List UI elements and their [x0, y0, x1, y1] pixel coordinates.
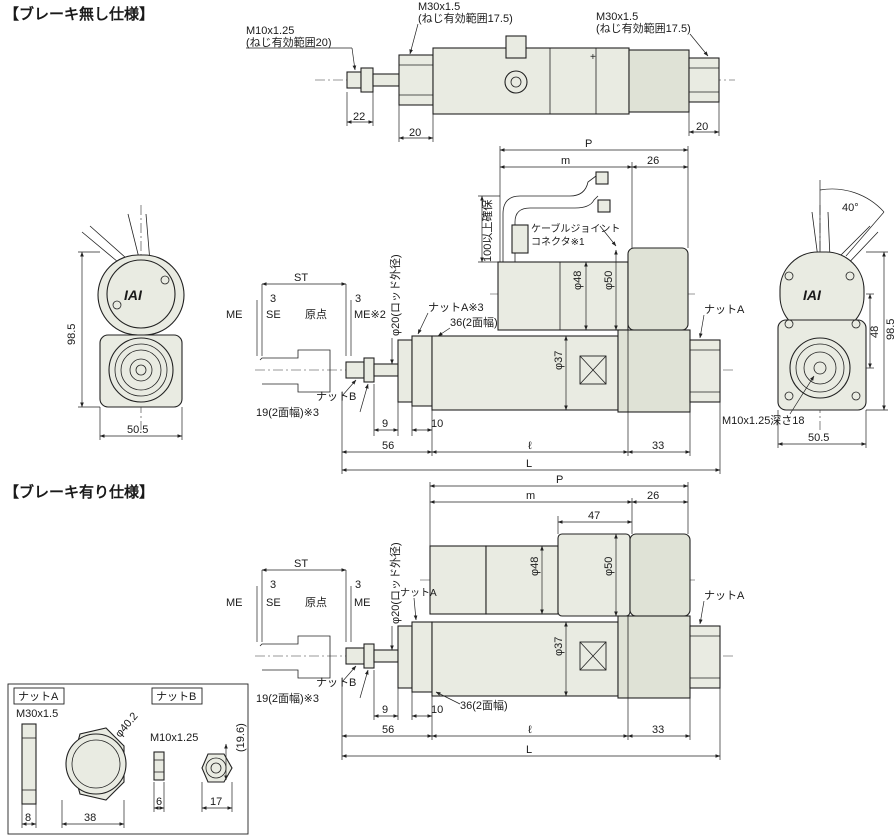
sv2-dim-l: ℓ: [528, 724, 532, 736]
nutB-detail-d17: 17: [210, 796, 222, 808]
sv1-dim-ST: ST: [294, 272, 308, 284]
nutB-detail-thread: M10x1.25: [150, 732, 198, 744]
sv1-nutA3: ナットA※3: [428, 301, 484, 314]
nutA-detail-thread: M30x1.5: [16, 708, 58, 720]
sv1-dim-10: 10: [431, 418, 443, 430]
sv2-label-ME-left: ME: [226, 597, 243, 609]
front-view: IAI 98.5 50.5: [66, 205, 185, 440]
sv1-dim-L: L: [526, 458, 532, 470]
rod-thread-note: (ねじ有効範囲20): [246, 35, 332, 49]
sv2-label-ME-right: ME: [354, 597, 371, 609]
sv2-dim-26: 26: [647, 490, 659, 502]
sv1-nutA-rear: ナットA: [704, 303, 745, 316]
nutA-detail-d38: 38: [84, 812, 96, 824]
dim-22: 22: [353, 111, 365, 123]
nutA-detail-dia: φ40.2: [113, 710, 141, 740]
sv1-cable-clearance: 100以上確保: [480, 200, 494, 262]
sv2-dim-10: 10: [431, 704, 443, 716]
sv2-dim-P: P: [556, 474, 563, 486]
sv1-label-ME: ME: [226, 309, 243, 321]
sv2-dim-d37: φ37: [553, 637, 565, 656]
rear-view: IAI 40° 98.5 48 M10x1.25深さ18 50.5: [722, 180, 896, 448]
sv2-dim-ST: ST: [294, 558, 308, 570]
sv2-dim-3a: 3: [270, 579, 276, 591]
nutA-detail-title: ナットA: [18, 690, 59, 703]
sv1-nutB: ナットB: [316, 390, 356, 403]
sv1-dim-m: m: [561, 155, 570, 167]
sv2-width36: 36(2面幅): [460, 699, 508, 712]
rear-thread-label: M30x1.5: [596, 11, 638, 23]
sv1-dim-3a: 3: [270, 293, 276, 305]
sv1-connector-label: コネクタ※1: [531, 236, 585, 248]
sv1-dim-3b: 3: [355, 293, 361, 305]
svg-text:+: +: [590, 52, 596, 63]
sv2-rod-diameter: φ20(ロッド外径): [389, 542, 402, 624]
front-dim-98-5: 98.5: [66, 324, 78, 345]
sv1-dim-56: 56: [382, 440, 394, 452]
nutB-detail-title: ナットB: [156, 690, 196, 703]
sv2-dim-9: 9: [382, 704, 388, 716]
rear-angle-40: 40°: [842, 202, 859, 214]
rear-dim-50-5: 50.5: [808, 432, 829, 444]
nutB-detail-d6: 6: [156, 796, 162, 808]
sv2-label-origin: 原点: [305, 596, 327, 609]
sv1-cable-joint-label: ケーブルジョイント: [531, 222, 620, 235]
sv2-nutA-small: ナットA: [400, 587, 437, 599]
sv1-dim-d48: φ48: [572, 271, 584, 290]
sv2-dim-m: m: [526, 490, 535, 502]
sv1-label-SE: SE: [266, 309, 281, 321]
nutA-detail-d8: 8: [25, 812, 31, 824]
sv1-rod-diameter: φ20(ロッド外径): [389, 254, 402, 336]
rod-thread-label: M10x1.25: [246, 25, 294, 37]
rear-thread-note: (ねじ有効範囲17.5): [596, 21, 691, 35]
sv2-dim-d50: φ50: [603, 557, 615, 576]
sv1-dim-d37: φ37: [553, 351, 565, 370]
nutB-detail-d19-6: (19.6): [235, 723, 247, 752]
sv2-dim-L: L: [526, 744, 532, 756]
rear-dim-48: 48: [869, 326, 881, 338]
sv1-dim-d50: φ50: [603, 271, 615, 290]
front-dim-50-5: 50.5: [127, 424, 148, 436]
sv1-label-origin: 原点: [305, 308, 327, 321]
iai-logo-front: IAI: [124, 287, 143, 303]
sv1-dim-26: 26: [647, 155, 659, 167]
sv1-width19: 19(2面幅)※3: [256, 406, 319, 419]
sv2-width19: 19(2面幅)※3: [256, 692, 319, 705]
sv2-label-SE: SE: [266, 597, 281, 609]
iai-logo-rear: IAI: [803, 287, 822, 303]
sv1-width36: 36(2面幅): [450, 316, 498, 329]
top-view: + M10x1.25 (ねじ有効範囲20) M30x1.5 (ねじ有効範囲17.…: [246, 1, 735, 142]
sv1-dim-9: 9: [382, 418, 388, 430]
side-view-no-brake: P m 26 100以上確保 ケーブルジョイント コネクタ※1 φ48 φ50 …: [226, 138, 745, 474]
dim-20-rear: 20: [696, 121, 708, 133]
sv2-dim-d48: φ48: [529, 557, 541, 576]
sv1-dim-l: ℓ: [528, 440, 532, 452]
dim-20-front: 20: [409, 127, 421, 139]
rear-dim-98-5: 98.5: [885, 319, 896, 340]
front-thread-note: (ねじ有効範囲17.5): [418, 11, 513, 25]
rear-thread-label: M10x1.25深さ18: [722, 414, 805, 427]
sv1-dim-P: P: [585, 138, 592, 150]
sv2-dim-33: 33: [652, 724, 664, 736]
front-thread-label: M30x1.5: [418, 1, 460, 13]
sv2-nutA-rear: ナットA: [704, 589, 745, 602]
sv1-dim-33: 33: [652, 440, 664, 452]
section-title-no-brake: 【ブレーキ無し仕様】: [4, 5, 154, 23]
nut-detail-box: ナットA M30x1.5 φ40.2 8 38 ナットB M10x1.25 (1…: [7, 683, 249, 835]
sv2-dim-56: 56: [382, 724, 394, 736]
side-view-with-brake: P m 26 47 φ48 φ50 ST 3 3 ME SE 原点 ME φ20…: [226, 474, 745, 760]
sv2-dim-47: 47: [588, 510, 600, 522]
sv2-nutB: ナットB: [316, 676, 356, 689]
sv1-label-ME2: ME※2: [354, 309, 386, 321]
sv2-dim-3b: 3: [355, 579, 361, 591]
section-title-with-brake: 【ブレーキ有り仕様】: [4, 483, 154, 501]
